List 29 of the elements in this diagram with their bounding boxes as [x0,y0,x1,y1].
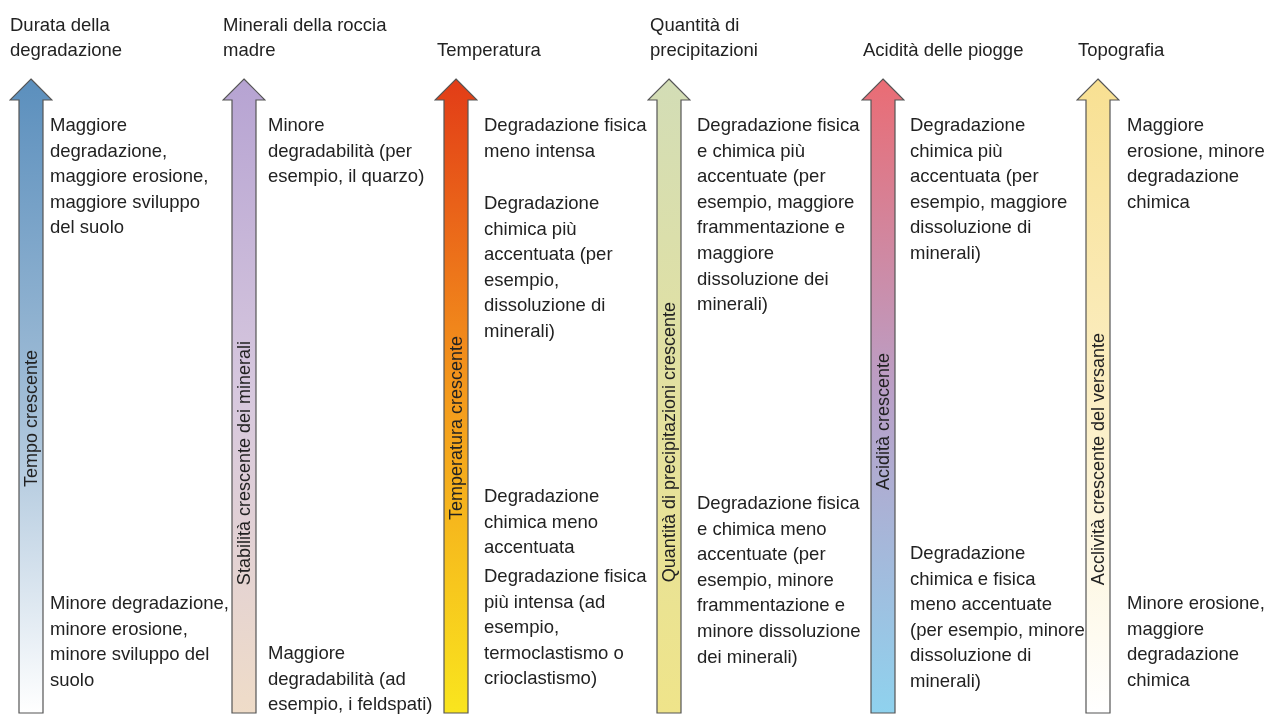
axis-label: Quantità di precipitazioni crescente [658,301,680,582]
axis-label: Acclività crescente del versante [1087,332,1109,585]
description-text: Minore degradabilità (per esempio, il quarzo) [268,113,426,189]
description-text: Minore degradazione, minore erosione, minore sviluppo del suolo [50,591,230,692]
description-text: Maggiore erosione, minore degradazione chimica [1127,113,1266,214]
axis-label: Acidità crescente [872,352,894,490]
description-text: Degradazione fisica e chimica più accentuate (per esempio, maggiore frammentazione e maggiore dissoluzione dei minerali) [697,113,861,317]
column-heading: Minerali della roccia madre [223,13,388,62]
axis-label: Stabilità crescente dei minerali [233,340,255,585]
axis-label: Tempo crescente [20,349,42,487]
description-text: Degradazione chimica più accentuata (per esempio, dissoluzione di minerali) [484,191,614,343]
description-text: Degradazione chimica meno accentuata [484,484,601,560]
description-text: Maggiore degradazione, maggiore erosione, maggiore sviluppo del suolo [50,113,210,240]
column-heading: Temperatura [437,38,542,62]
description-text: Minore erosione, maggiore degradazione chimica [1127,591,1266,692]
gradient-arrow [434,78,478,714]
column-heading: Quantità di precipitazioni [650,13,759,62]
description-text: Maggiore degradabilità (ad esempio, i feldspati) [268,641,433,716]
column-heading: Durata della degradazione [10,13,124,62]
column-heading: Topografia [1078,38,1166,62]
description-text: Degradazione fisica e chimica meno accentuate (per esempio, minore frammentazione e minore dissoluzione dei minerali) [697,491,862,669]
description-text: Degradazione fisica più intensa (ad esempio, termoclastismo o crioclastismo) [484,564,648,691]
description-text: Degradazione chimica e fisica meno accentuate (per esempio, minore dissoluzione di minerali) [910,541,1085,693]
description-text: Degradazione chimica più accentuata (per esempio, maggiore dissoluzione di minerali) [910,113,1069,265]
column-heading: Acidità delle piogge [863,38,1025,62]
gradient-arrow [861,78,905,714]
gradient-arrow [647,78,691,714]
axis-label: Temperatura crescente [445,335,467,520]
description-text: Degradazione fisica meno intensa [484,113,648,163]
